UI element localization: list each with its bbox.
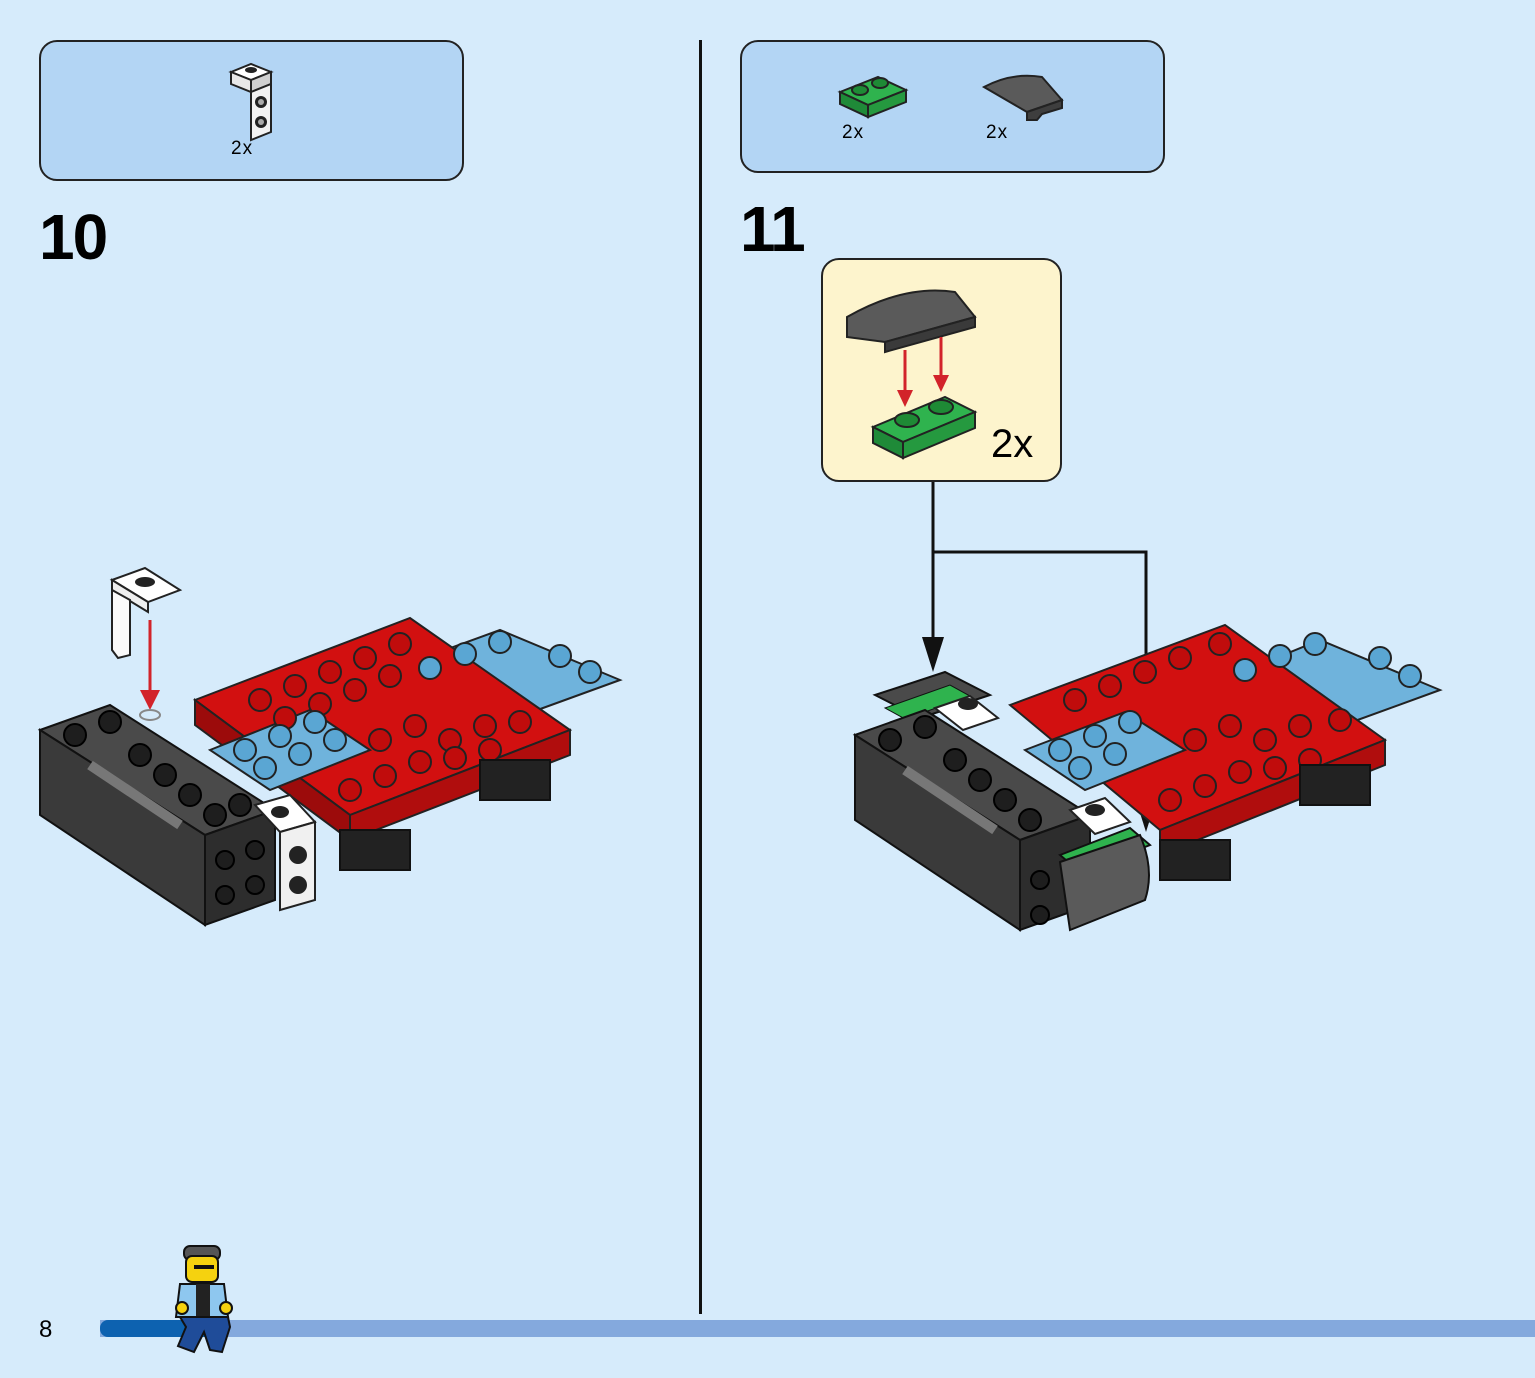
subassembly-qty: 2x xyxy=(991,422,1034,466)
green-plate-icon xyxy=(837,75,909,119)
dark-gray-curved-slope-icon xyxy=(981,74,1064,121)
step-10-parts-box: 2x xyxy=(39,40,464,181)
minifigure-icon xyxy=(174,1245,233,1354)
part-qty: 2x xyxy=(231,138,254,159)
step-10-model-illustration xyxy=(37,566,623,927)
white-bracket-icon xyxy=(228,62,274,142)
part-qty: 2x xyxy=(842,122,865,143)
subassembly-callout: 2x xyxy=(821,258,1062,482)
page-number: 8 xyxy=(39,1316,53,1343)
step-11-parts-box: 2x 2x xyxy=(740,40,1165,173)
part-qty: 2x xyxy=(986,122,1009,143)
progress-bar xyxy=(100,1320,1535,1337)
subassembly-illustration xyxy=(846,289,978,460)
progress-track xyxy=(100,1320,1535,1337)
step-divider xyxy=(699,40,702,1314)
step-number: 10 xyxy=(39,201,108,273)
step-number: 11 xyxy=(740,193,806,265)
step-11-model-illustration xyxy=(852,623,1443,932)
